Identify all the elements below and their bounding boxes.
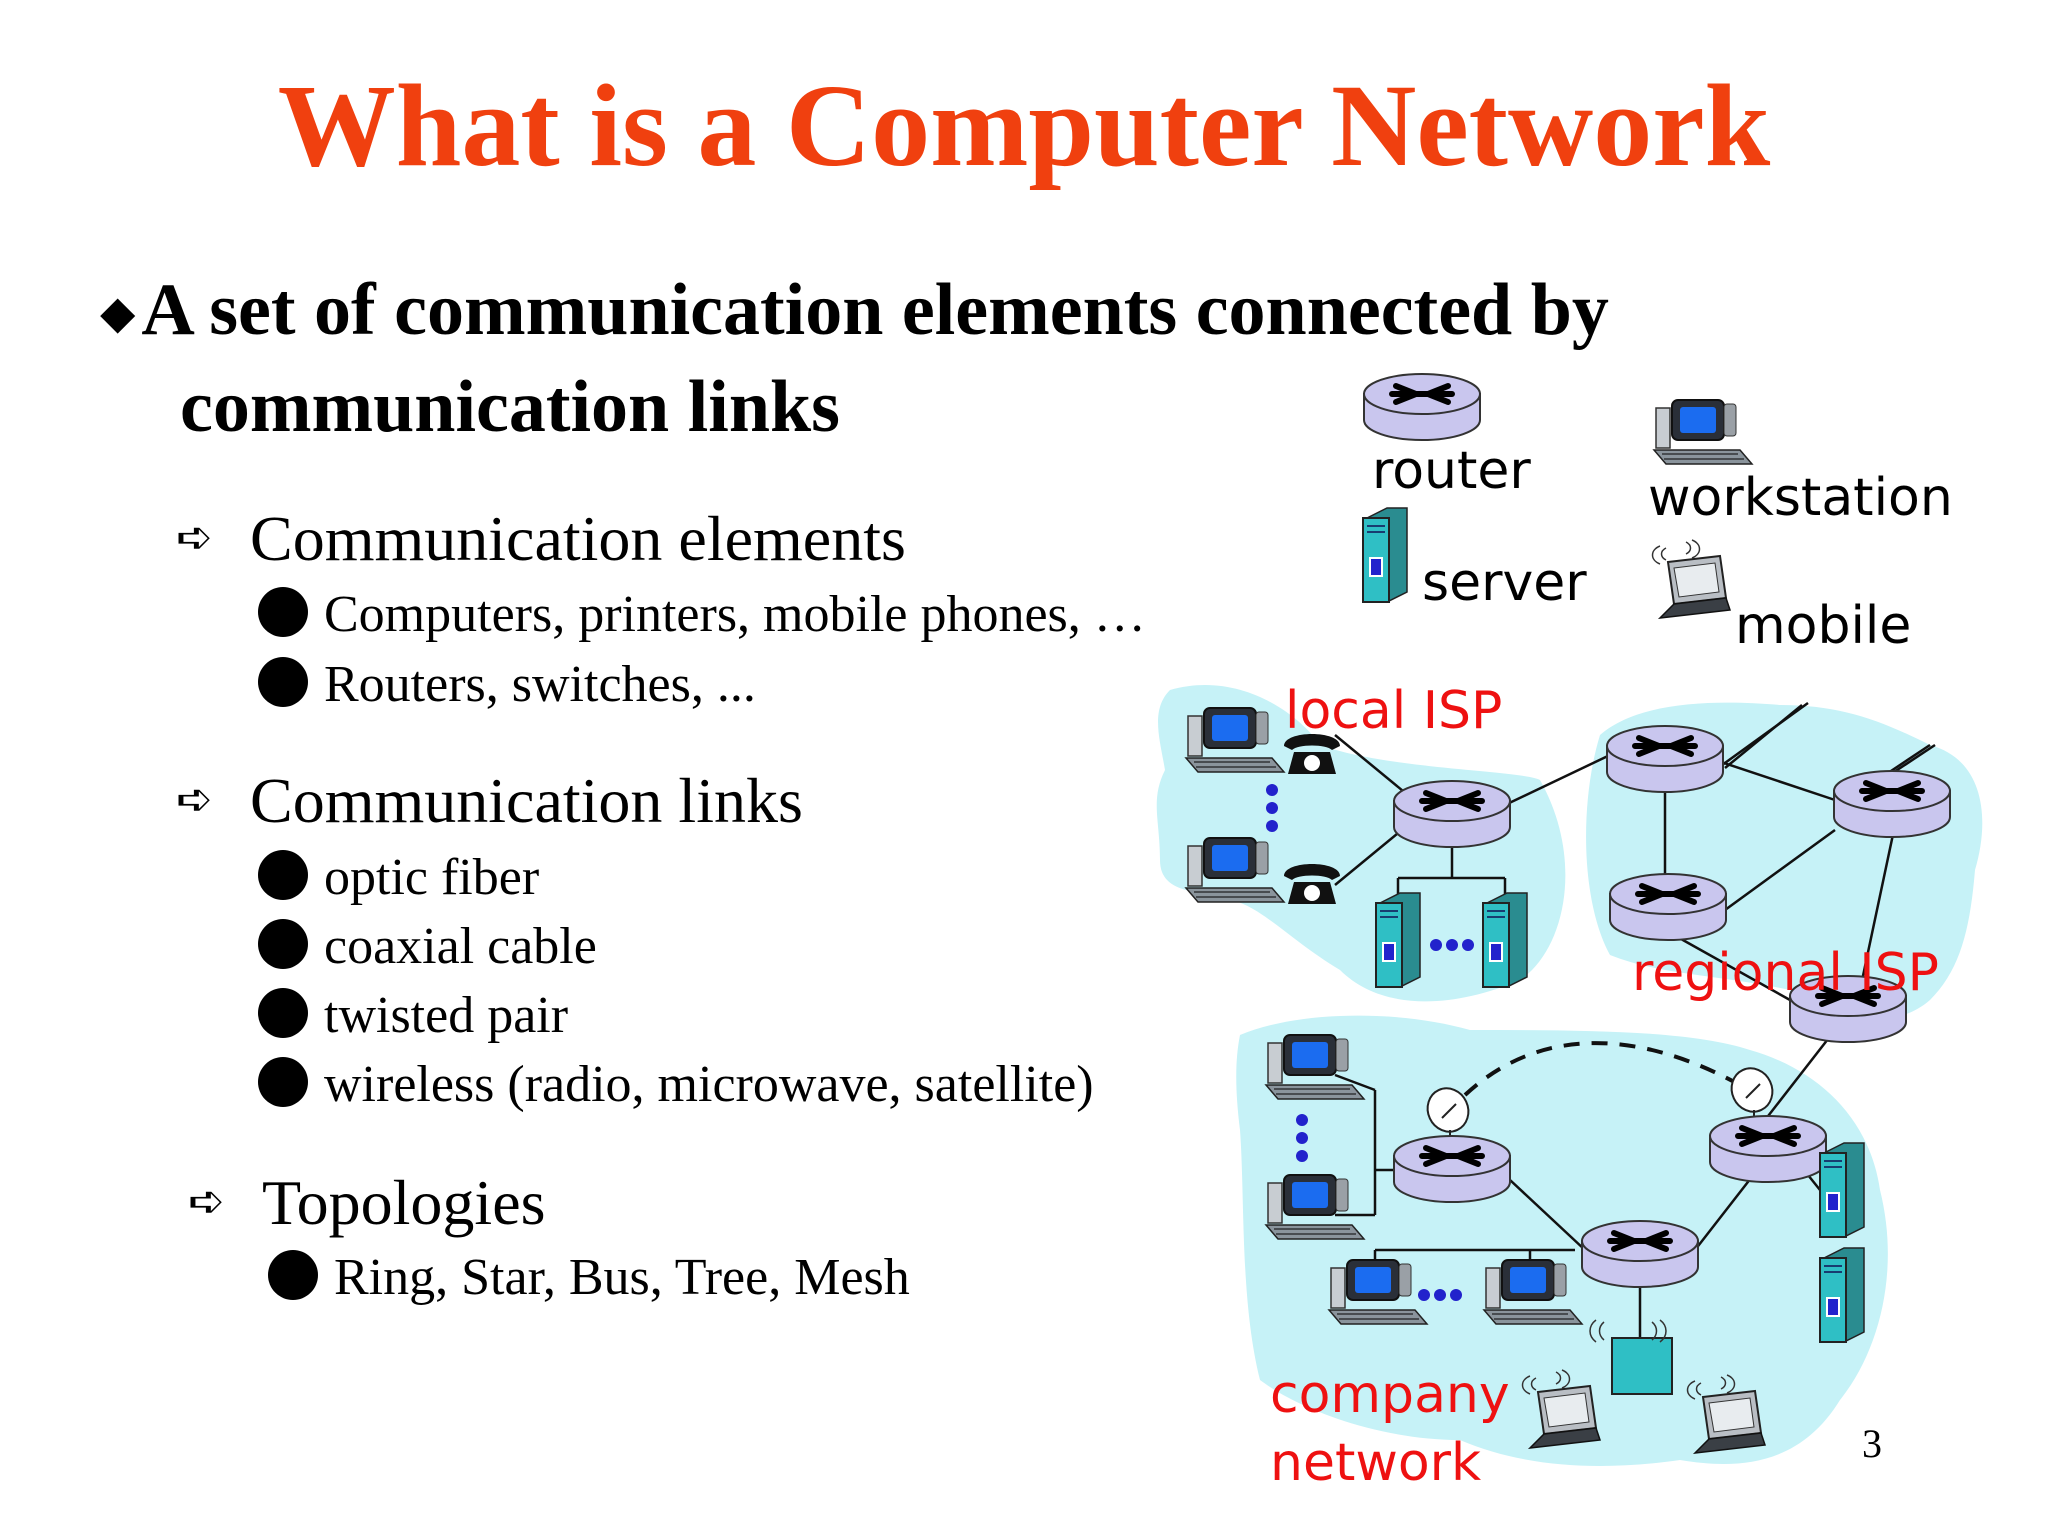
mobile-laptop-icon <box>1651 539 1731 619</box>
page-number: 3 <box>1862 1421 1882 1466</box>
dot-bullet-icon <box>258 1057 308 1107</box>
router-icon <box>1834 771 1950 837</box>
slide-title: What is a Computer Network <box>277 60 1771 191</box>
section-heading-elements: ➪Communication elements <box>176 503 906 574</box>
server-icon <box>1819 1247 1865 1343</box>
dot-bullet-icon <box>258 988 308 1038</box>
server-icon <box>1819 1142 1865 1238</box>
server-icon <box>1362 507 1408 603</box>
diamond-bullet-icon: ◆ <box>100 287 136 338</box>
arrow-bullet-icon: ➪ <box>176 774 213 825</box>
list-item: twisted pair <box>258 986 568 1045</box>
router-icon <box>1582 1221 1698 1287</box>
server-icon <box>1375 892 1421 988</box>
dot-bullet-icon <box>258 587 308 637</box>
ellipsis-dots <box>1266 784 1474 1301</box>
arrow-bullet-icon: ➪ <box>176 512 213 563</box>
company-network-label-line1: company <box>1270 1365 1510 1425</box>
local-isp-label: local ISP <box>1285 681 1502 741</box>
main-bullet-line1: ◆A set of communication elements connect… <box>100 268 1609 353</box>
legend-workstation-label: workstation <box>1648 468 1953 528</box>
list-item: optic fiber <box>258 848 539 907</box>
arrow-bullet-icon: ➪ <box>188 1176 225 1227</box>
section-heading-topologies: ➪Topologies <box>188 1167 546 1238</box>
list-item: Ring, Star, Bus, Tree, Mesh <box>268 1248 910 1307</box>
list-item: coaxial cable <box>258 917 597 976</box>
router-icon <box>1607 726 1723 792</box>
dot-bullet-icon <box>258 919 308 969</box>
legend-mobile-label: mobile <box>1735 596 1911 656</box>
dot-bullet-icon <box>258 657 308 707</box>
workstation-icon <box>1653 399 1753 465</box>
dot-bullet-icon <box>268 1250 318 1300</box>
company-network-label-line2: network <box>1270 1433 1481 1493</box>
legend-router-label: router <box>1372 441 1531 501</box>
main-bullet-line2: communication links <box>180 366 840 448</box>
communication-links <box>1334 701 1936 1340</box>
router-icon <box>1710 1116 1826 1182</box>
router-icon <box>1364 374 1480 440</box>
list-item: Routers, switches, ... <box>258 655 756 714</box>
regional-isp-label: regional ISP <box>1632 943 1939 1003</box>
wireless-base-station-icon <box>1589 1319 1673 1395</box>
main-bullet-text: A set of communication elements connecte… <box>141 269 1609 351</box>
router-icon <box>1394 781 1510 847</box>
router-icon <box>1394 1136 1510 1202</box>
section-heading-links: ➪Communication links <box>176 765 803 836</box>
dot-bullet-icon <box>258 850 308 900</box>
list-item: wireless (radio, microwave, satellite) <box>258 1055 1094 1114</box>
router-icon <box>1610 874 1726 940</box>
server-icon <box>1482 892 1528 988</box>
list-item: Computers, printers, mobile phones, … <box>258 585 1146 644</box>
legend-server-label: server <box>1422 553 1587 613</box>
